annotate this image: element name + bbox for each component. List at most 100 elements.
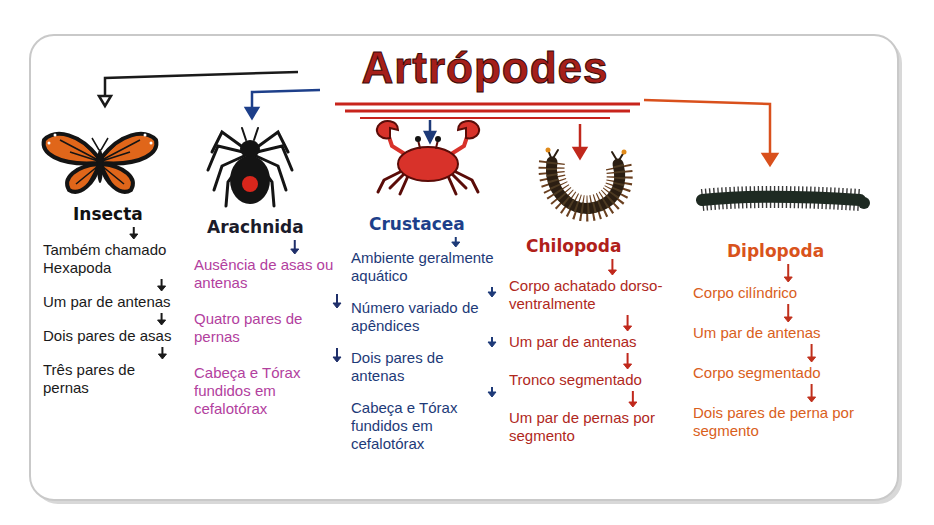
feature-label: Ausência de asas ou antenas — [194, 256, 346, 292]
arrow-connector — [488, 287, 496, 297]
dot — [150, 142, 153, 145]
arrow-connector — [488, 387, 496, 397]
body — [702, 197, 860, 200]
centipede — [546, 148, 627, 209]
antenna-tip — [622, 150, 627, 155]
dot — [144, 134, 147, 137]
arrow-head — [333, 357, 341, 362]
class-name: Crustacea — [368, 213, 466, 235]
claw — [458, 121, 479, 138]
wing — [102, 134, 156, 163]
class-name: Arachnida — [206, 216, 305, 238]
arrow-line — [336, 348, 338, 357]
millipede — [702, 197, 870, 209]
arrow-connector — [130, 227, 138, 239]
feature-text: Cabeça e Tórax fundidos em cefalotórax — [350, 399, 502, 453]
feature-label: Um par de antenas — [43, 293, 171, 311]
arrow-line — [611, 259, 613, 270]
feature-text: Também chamado Hexapoda — [42, 241, 184, 277]
underline — [335, 103, 640, 106]
arrow-head — [629, 402, 637, 407]
branch-arrow — [252, 90, 320, 112]
feature-label: Tronco segmentado — [509, 371, 642, 389]
class-label: Insecta — [73, 203, 143, 225]
feature-text: Dois pares de perna por segmento — [692, 404, 894, 440]
feature-text: Um par de antenas — [692, 324, 822, 342]
arrow-head — [425, 132, 435, 142]
wing-dots — [48, 134, 153, 145]
dot — [48, 142, 51, 145]
dot — [54, 134, 57, 137]
wing-veins — [60, 138, 140, 188]
feature-text: Um par de pernas por segmento — [508, 409, 690, 445]
antenna — [92, 138, 108, 150]
underline — [345, 110, 630, 113]
antenna-tip — [546, 148, 551, 153]
arrow-head — [452, 242, 460, 247]
arrow-line — [161, 279, 163, 286]
body — [97, 149, 103, 183]
class-label: Crustacea — [369, 213, 465, 235]
branch-arrow — [579, 124, 582, 150]
frame-card — [30, 35, 898, 500]
arrow-head — [158, 320, 166, 325]
arrow-head — [130, 234, 138, 239]
arrow-line — [787, 304, 789, 317]
arrow-connector — [333, 348, 341, 362]
class-label: Diplopoda — [727, 240, 824, 262]
abdomen — [230, 156, 270, 204]
arrow-line — [627, 353, 629, 364]
claw — [377, 121, 398, 138]
eye — [415, 136, 421, 142]
arrow-connector — [784, 304, 792, 322]
arrow-line — [811, 344, 813, 357]
arrow-line — [627, 315, 629, 326]
arrow-head — [784, 277, 792, 282]
title: Artrópodes — [300, 40, 670, 96]
vein — [102, 138, 140, 161]
feature-label: Ambiente geralmente aquático — [351, 249, 501, 285]
arrow-head — [488, 292, 496, 297]
arrow-head — [488, 392, 496, 397]
arrow-head — [574, 148, 586, 158]
class-label: Chilopoda — [526, 235, 621, 257]
arrow-head — [608, 270, 616, 275]
arrow-line — [294, 240, 296, 249]
arrow-head — [763, 154, 777, 165]
feature-label: Também chamado Hexapoda — [43, 241, 183, 277]
class-name: Diplopoda — [726, 240, 825, 262]
arrow-connector — [784, 264, 792, 282]
butterfly — [44, 134, 157, 192]
arrow-connector — [158, 347, 166, 359]
feature-label: Um par de pernas por segmento — [509, 409, 689, 445]
arrow-connector — [291, 240, 299, 254]
branch-arrow — [644, 100, 770, 156]
feature-text: Ambiente geralmente aquático — [350, 249, 502, 285]
arrow-line — [787, 264, 789, 277]
arrow-head — [158, 354, 166, 359]
wing — [102, 164, 133, 192]
feature-text: Um par de antenas — [42, 293, 172, 311]
vein — [102, 166, 124, 188]
feature-text: Um par de antenas — [508, 333, 638, 351]
wing — [67, 164, 98, 192]
arrow-head — [158, 286, 166, 291]
vein — [76, 166, 98, 188]
feature-label: Um par de antenas — [509, 333, 637, 351]
arrow-connector — [158, 279, 166, 291]
vein — [60, 138, 98, 161]
arrow-connector — [624, 353, 632, 369]
feature-text: Ausência de asas ou antenas — [193, 256, 347, 292]
legs — [702, 197, 860, 200]
frame — [30, 35, 902, 504]
feature-label: Três pares de pernas — [43, 361, 183, 397]
antenna — [548, 150, 624, 162]
feature-label: Corpo segmentado — [693, 364, 821, 382]
arrow-line — [133, 227, 135, 234]
arrow-head — [808, 357, 816, 362]
class-label: Arachnida — [207, 216, 304, 238]
feature-text: Tronco segmentado — [508, 371, 643, 389]
head — [858, 197, 870, 209]
class-name: Insecta — [72, 203, 144, 225]
